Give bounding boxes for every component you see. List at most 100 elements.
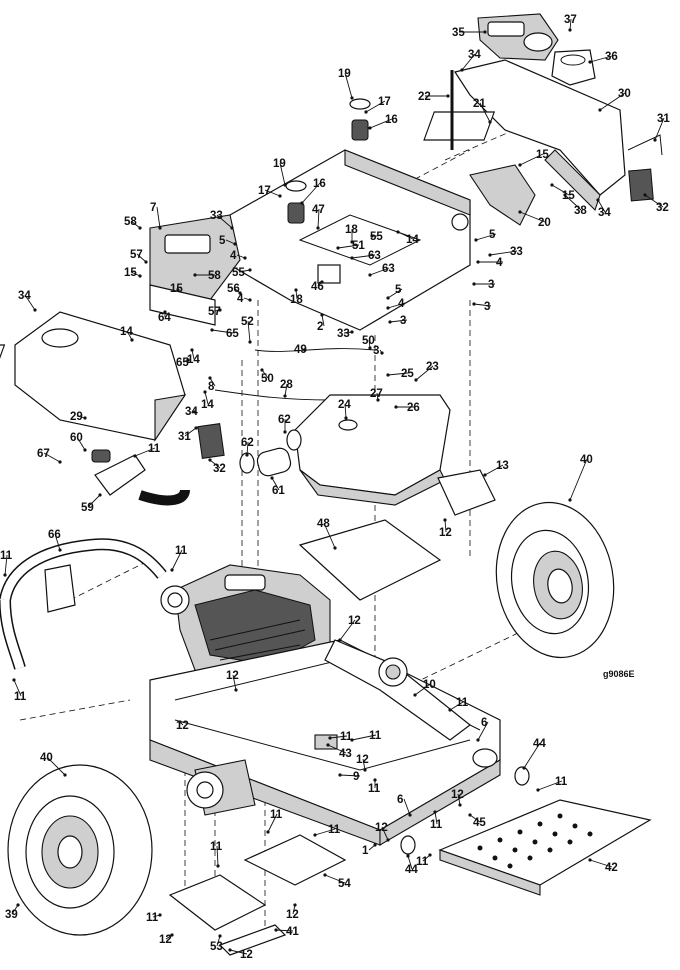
callout-arrow-point: [293, 903, 297, 907]
callout-arrow-point: [472, 302, 476, 306]
callout-arrow-point: [368, 346, 372, 350]
callout-leader: [477, 721, 489, 741]
callout-arrow-point: [448, 708, 452, 712]
callout-number: 58: [124, 216, 137, 228]
callout-arrow-point: [243, 256, 247, 260]
callout-leader: [134, 447, 156, 457]
callout-arrow-point: [266, 830, 270, 834]
callout-number: 34: [598, 207, 611, 219]
callout-number: 35: [452, 27, 465, 39]
callout-number: 46: [311, 281, 324, 293]
callout-number: 15: [562, 190, 575, 202]
drawing-id: g9086E: [603, 669, 635, 679]
callout-leader: [644, 194, 664, 208]
callout-arrow-point: [394, 405, 398, 409]
wheel-right: [495, 501, 615, 659]
callout-number: 48: [317, 518, 330, 530]
callout-leader: [324, 874, 346, 884]
callout-number: 38: [574, 205, 587, 217]
callout-arrow-point: [350, 330, 354, 334]
callout-arrow-point: [468, 813, 472, 817]
callout-arrow-point: [368, 126, 372, 130]
callout-number: 34: [468, 49, 481, 61]
callout-leader: [261, 369, 269, 379]
callout-leader: [216, 935, 221, 947]
callout-number: 8: [208, 381, 215, 393]
callout-arrow-point: [260, 368, 264, 372]
callout-leader: [171, 549, 183, 571]
callout-leader: [279, 162, 286, 186]
callout-number: 23: [426, 361, 439, 373]
callout-leader: [457, 793, 461, 806]
callout-number: 19: [273, 158, 286, 170]
callout-leader: [387, 288, 403, 299]
callout-arrow-point: [483, 473, 487, 477]
callout-arrow-point: [350, 96, 354, 100]
callout-leader: [519, 211, 546, 223]
callout-arrow-point: [303, 348, 307, 352]
callout-arrow-point: [33, 308, 37, 312]
callout-number: 4: [230, 250, 237, 262]
callout-number: 5: [395, 284, 402, 296]
callout-leader: [43, 452, 61, 463]
callout-number: 65: [226, 328, 239, 340]
callout-leader: [323, 522, 336, 549]
callout-number: 14: [187, 354, 200, 366]
callout-arrow-point: [488, 253, 492, 257]
seat-mount-frame: [149, 98, 471, 331]
callout-arrow-point: [316, 226, 320, 230]
callout-number: 27: [370, 388, 383, 400]
callout-leader: [46, 756, 66, 776]
callout-number: 11: [340, 731, 353, 743]
callout-arrow-point: [58, 460, 62, 464]
callout-arrow-point: [190, 348, 194, 352]
callout-arrow-point: [443, 518, 447, 522]
callout-leader: [387, 302, 406, 309]
callout-arrow-point: [350, 738, 354, 742]
callout-number: 12: [240, 949, 253, 961]
callout-leader: [337, 244, 360, 249]
callout-arrow-point: [3, 573, 7, 577]
callout-number: 54: [338, 878, 351, 890]
callout-arrow-point: [320, 313, 324, 317]
callout-number: 11: [416, 856, 429, 868]
callout-number: 12: [348, 615, 361, 627]
callout-number: 15: [536, 149, 549, 161]
callout-number: 63: [382, 263, 395, 275]
callout-arrow-point: [408, 813, 412, 817]
callout-arrow-point: [474, 238, 478, 242]
callout-leader: [275, 929, 294, 932]
callout-arrow-point: [386, 373, 390, 377]
callout-number: 55: [370, 231, 383, 243]
callout-leader: [489, 250, 518, 256]
wheel-left: [7, 764, 153, 936]
main-frame: [149, 639, 501, 846]
callout-number: 11: [148, 443, 161, 455]
callout-number: 55: [232, 267, 245, 279]
callout-arrow-point: [460, 68, 464, 72]
callout-arrow-point: [144, 260, 148, 264]
callout-leader: [225, 239, 236, 245]
callout-number: 14: [120, 326, 133, 338]
callout-arrow-point: [248, 340, 252, 344]
callout-arrow-point: [178, 720, 182, 724]
callout-arrow-point: [386, 296, 390, 300]
callout-leader: [314, 828, 336, 836]
callout-arrow-point: [643, 193, 647, 197]
callout-number: 50: [261, 373, 274, 385]
callout-leader: [654, 117, 665, 141]
callout-leader: [551, 184, 570, 196]
callout-arrow-point: [158, 226, 162, 230]
callout-arrow-point: [568, 28, 572, 32]
callout-arrow-point: [476, 738, 480, 742]
callout-leader: [247, 320, 251, 343]
callout-leader: [351, 254, 376, 259]
callout-leader: [209, 459, 221, 469]
callout-number: 33: [210, 210, 223, 222]
callout-arrow-point: [483, 30, 487, 34]
callout-number: 31: [178, 431, 191, 443]
callout-number: 24: [338, 399, 351, 411]
callout-arrow-point: [333, 546, 337, 550]
callout-leader: [403, 798, 411, 816]
callout-leader: [271, 477, 280, 491]
